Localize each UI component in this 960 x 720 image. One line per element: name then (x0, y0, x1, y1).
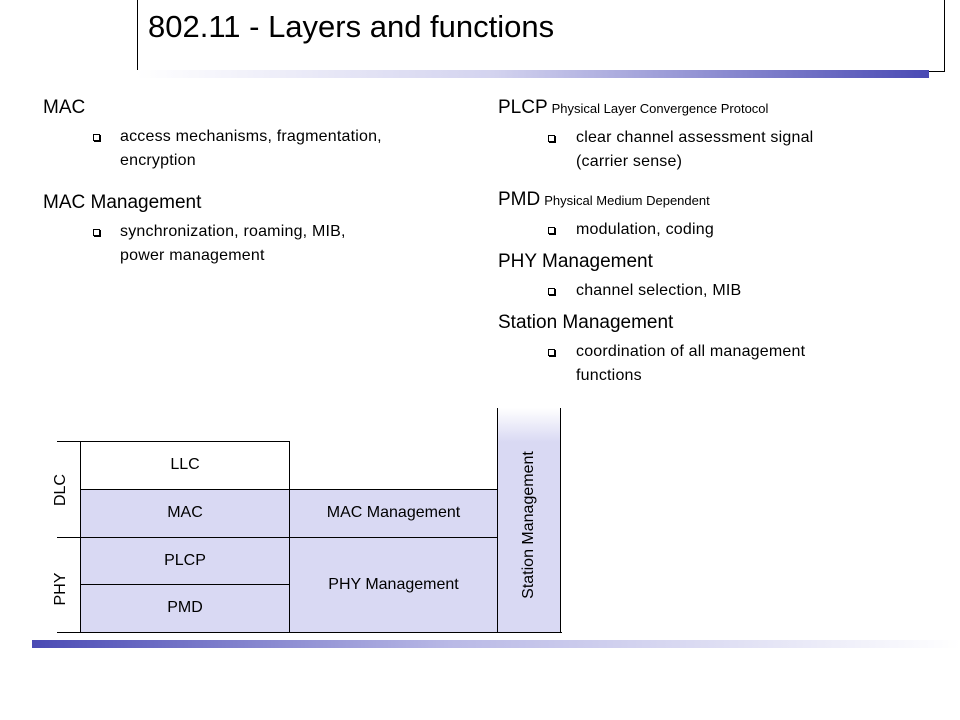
checkbox-bullet-icon (548, 135, 555, 142)
section-mac: MAC access mechanisms, fragmentation, en… (43, 96, 483, 173)
bullet-item: channel selection, MIB (498, 279, 938, 303)
section-heading: MAC Management (43, 192, 202, 213)
bullet-item: modulation, coding (498, 218, 938, 242)
bullet-item: access mechanisms, fragmentation, encryp… (43, 125, 483, 173)
phy-management-block: PHY Management (289, 537, 497, 632)
bullet-line: access mechanisms, fragmentation, (120, 128, 382, 145)
checkbox-bullet-icon (93, 134, 100, 141)
layer-label: PLCP (164, 551, 206, 569)
layer-mac: MAC (80, 489, 289, 537)
bullet-item: coordination of all management functions (498, 340, 938, 388)
section-heading: PHY Management (498, 251, 653, 272)
side-label-phy: PHY (52, 572, 69, 606)
title-accent-bar (137, 70, 929, 78)
layer-label: MAC (167, 504, 203, 521)
bullet-line: channel selection, MIB (576, 282, 742, 299)
bullet-line: (carrier sense) (576, 153, 683, 170)
checkbox-bullet-icon (548, 288, 555, 295)
bullet-item: synchronization, roaming, MIB, power man… (43, 220, 483, 268)
layer-pmd: PMD (80, 584, 289, 632)
layer-llc: LLC (80, 441, 289, 489)
divider-line (80, 584, 289, 585)
checkbox-bullet-icon (548, 227, 555, 234)
bullet-line: coordination of all management (576, 343, 806, 360)
footer-accent-bar (32, 640, 960, 648)
section-heading: Station Management (498, 312, 674, 333)
block-label: PHY Management (328, 575, 459, 593)
heading-text: PMD (498, 189, 541, 210)
mac-management-block: MAC Management (289, 489, 497, 537)
bullet-line: functions (576, 367, 642, 384)
checkbox-bullet-icon (93, 229, 100, 236)
divider-line (57, 632, 562, 633)
layer-plcp: PLCP (80, 537, 289, 584)
side-label-dlc: DLC (52, 474, 69, 507)
heading-subtitle: Physical Layer Convergence Protocol (551, 101, 769, 116)
block-label: MAC Management (326, 504, 461, 521)
bullet-line: synchronization, roaming, MIB, (120, 223, 346, 240)
station-management-block (497, 408, 561, 632)
section-heading: MAC (43, 97, 86, 118)
bullet-line: modulation, coding (576, 221, 714, 238)
divider-line (289, 441, 290, 489)
divider-line (57, 441, 289, 442)
heading-subtitle: Physical Medium Dependent (544, 193, 710, 208)
page-title: 802.11 - Layers and functions (148, 9, 555, 44)
layer-label: PMD (167, 599, 203, 616)
divider-line (80, 489, 497, 490)
bullet-item: clear channel assessment signal (carrier… (498, 126, 938, 174)
station-management-label: Station Management (520, 451, 537, 599)
section-station-management: Station Management coordination of all m… (498, 311, 938, 388)
divider-line (57, 537, 497, 538)
bullet-line: clear channel assessment signal (576, 129, 814, 146)
checkbox-bullet-icon (548, 349, 555, 356)
heading-text: PLCP (498, 97, 548, 118)
section-phy-management: PHY Management channel selection, MIB (498, 250, 938, 303)
bullet-line: power management (120, 247, 265, 264)
layer-label: LLC (170, 456, 200, 473)
section-mac-management: MAC Management synchronization, roaming,… (43, 191, 483, 268)
title-frame: 802.11 - Layers and functions (137, 0, 945, 72)
left-column: MAC access mechanisms, fragmentation, en… (43, 96, 483, 276)
bullet-line: encryption (120, 152, 196, 169)
